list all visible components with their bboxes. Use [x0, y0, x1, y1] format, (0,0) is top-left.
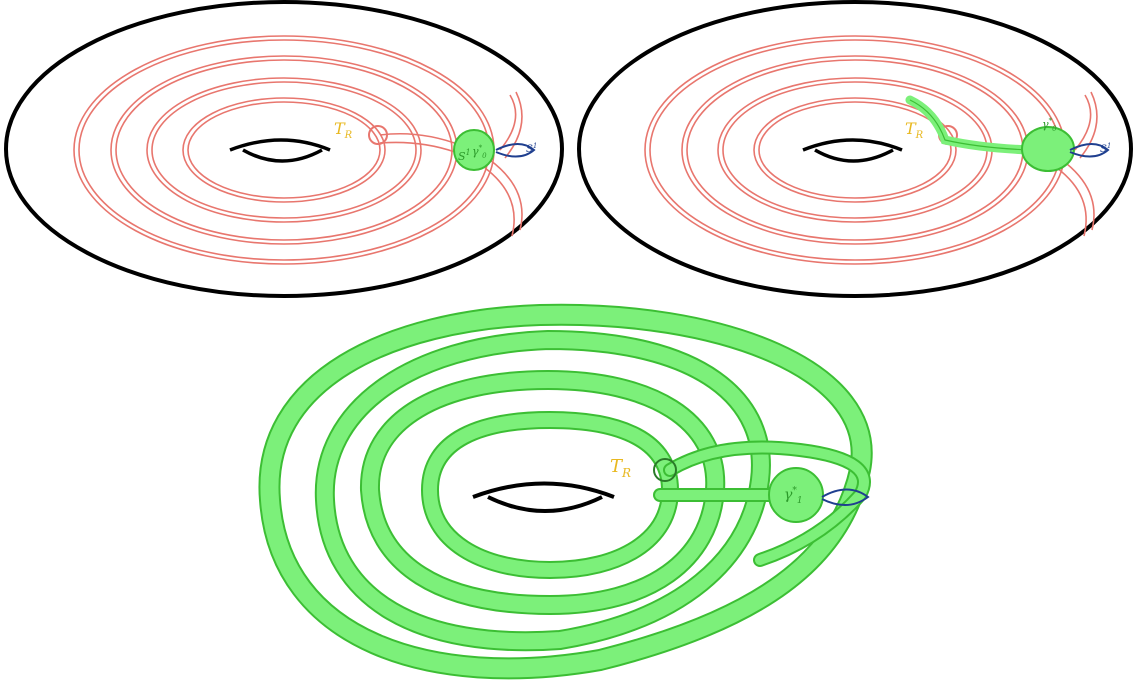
label-gamma: γ*0: [1042, 117, 1057, 133]
green-tube-family: [258, 303, 873, 680]
surface-outline: [577, 0, 1133, 298]
genus-hole: [472, 481, 615, 513]
label-tr: TR: [610, 456, 631, 480]
label-loop: S1: [526, 142, 537, 155]
genus-hole: [229, 138, 331, 163]
label-tr: TR: [905, 119, 924, 141]
panel-top-left: TR S1 γ*0 S1: [4, 0, 564, 298]
label-gamma1: γ*1: [784, 486, 803, 506]
panel-top-right: TR γ*0 S1: [577, 0, 1133, 298]
gamma0-blob: [1021, 126, 1075, 172]
label-tr: TR: [334, 119, 353, 141]
label-loop: S1: [1100, 142, 1111, 155]
blue-loop: [1069, 143, 1110, 158]
label-gamma0: γ*0: [472, 144, 487, 160]
green-arm: [905, 95, 1035, 155]
genus-hole: [802, 138, 903, 163]
green-arm-edge: [909, 99, 1031, 151]
blue-loop: [495, 143, 536, 158]
tr-ring: [368, 125, 388, 145]
gamma1-disk: [768, 467, 824, 523]
label-sphere: S1: [458, 148, 471, 163]
gamma0-disk: [453, 129, 495, 171]
blue-loop: [821, 488, 870, 506]
surface-outline: [4, 0, 564, 298]
tr-ring: [653, 458, 677, 482]
panel-bottom: TR γ*1: [258, 303, 873, 680]
